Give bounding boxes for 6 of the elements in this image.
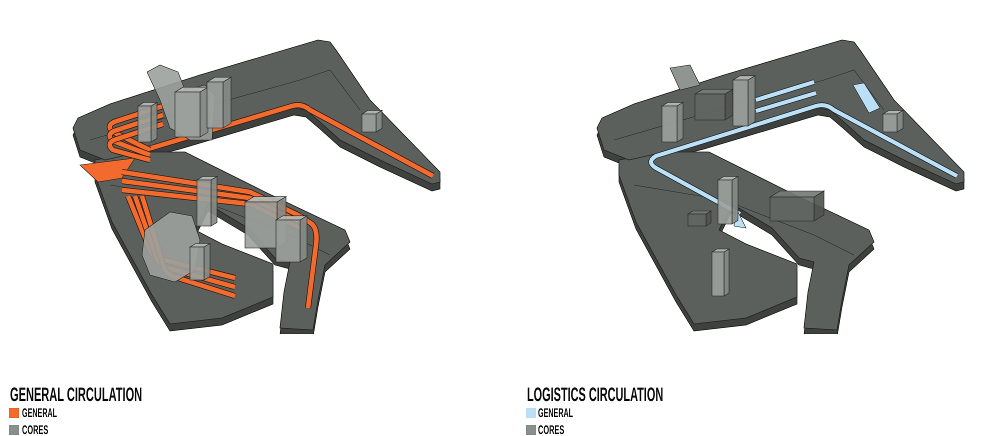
section-heading: LOGISTICS CIRCULATION — [527, 386, 664, 405]
legend-label: GENERAL — [538, 406, 574, 419]
legend-label: CORES — [538, 424, 564, 436]
legend-label: CORES — [22, 424, 48, 436]
legend-label: GENERAL — [22, 406, 58, 419]
section-heading: GENERAL CIRCULATION — [10, 386, 142, 405]
